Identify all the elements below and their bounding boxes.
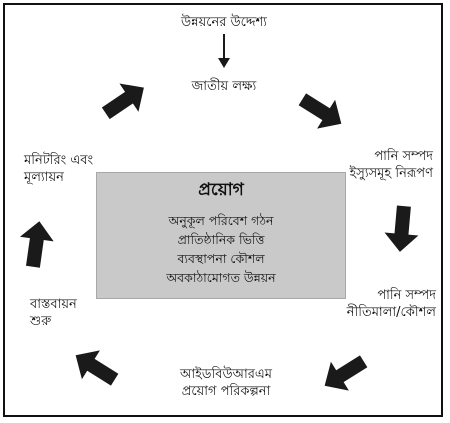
arrow-implementation-to-monitoring <box>16 218 57 270</box>
core-title: প্রয়োগ <box>198 180 244 200</box>
implementation-core-box: প্রয়োগ অনুকূল পরিবেশ গঠন প্রাতিষ্ঠানিক … <box>96 172 346 299</box>
label-water-policy-line2: নীতিমালা/কৌশল <box>346 305 436 320</box>
down-arrow-head <box>218 58 230 68</box>
label-national-goal: জাতীয় লক্ষ্য <box>191 79 257 94</box>
label-monitoring-line2: মূল্যায়ন <box>24 170 64 185</box>
arrow-issues-to-policy <box>382 204 421 254</box>
core-items: অনুকূল পরিবেশ গঠন প্রাতিষ্ঠানিক ভিত্তি ব… <box>97 211 345 287</box>
label-implementation-line2: শুরু <box>30 314 52 329</box>
core-item: ব্যবস্থাপনা কৌশল <box>177 251 265 266</box>
core-item: অনুকূল পরিবেশ গঠন <box>168 213 274 228</box>
arrow-plan-to-implementation <box>66 340 124 395</box>
label-water-policy-line1: পানি সম্পদ <box>377 288 436 303</box>
label-iwrm-plan-line1: আইডবিউআরএম <box>180 367 272 382</box>
label-monitoring-line1: মনিটরিং এবং <box>24 153 94 168</box>
label-water-policy: পানি সম্পদ নীতিমালা/কৌশল <box>347 287 436 321</box>
label-iwrm-plan-line2: প্রয়োগ পরিকল্পনা <box>181 384 271 399</box>
label-iwrm-plan: আইডবিউআরএম প্রয়োগ পরিকল্পনা <box>180 366 272 400</box>
arrow-policy-to-plan <box>315 346 373 401</box>
core-item: অবকাঠামোগত উন্নয়ন <box>166 270 276 285</box>
arrow-monitoring-to-goal <box>96 73 154 128</box>
core-item: প্রাতিষ্ঠানিক ভিত্তি <box>177 232 265 247</box>
label-monitoring: মনিটরিং এবং মূল্যায়ন <box>24 152 93 186</box>
label-development-objective: উন্নয়নের উদ্দেশ্য <box>181 15 267 30</box>
label-implementation-line1: বাস্তবায়ন <box>30 297 77 312</box>
label-water-issues-line1: পানি সম্পদ <box>374 149 433 164</box>
label-implementation: বাস্তবায়ন শুরু <box>30 296 77 330</box>
label-water-issues: পানি সম্পদ ইস্যুসমূহ নিরূপণ <box>349 148 433 182</box>
label-water-issues-line2: ইস্যুসমূহ নিরূপণ <box>349 166 433 181</box>
arrow-goal-to-issues <box>293 84 351 139</box>
